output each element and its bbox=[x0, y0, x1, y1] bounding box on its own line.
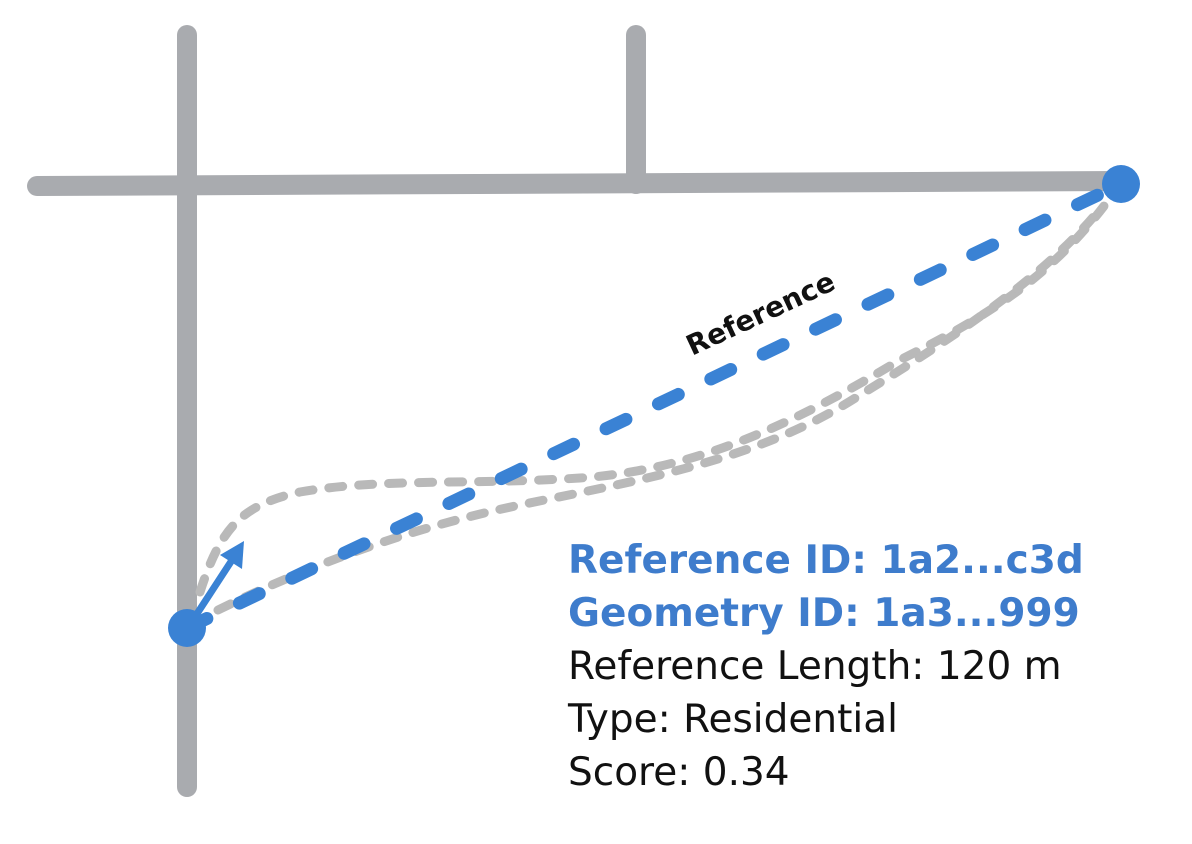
reference-id: Reference ID: 1a2...c3d bbox=[568, 538, 1084, 583]
reference-length: Reference Length: 120 m bbox=[568, 644, 1062, 689]
road-horizontal-top bbox=[27, 171, 1131, 196]
geometry-id: Geometry ID: 1a3...999 bbox=[568, 591, 1080, 636]
reference-type: Type: Residential bbox=[568, 697, 898, 742]
candidate-path-upper bbox=[195, 193, 1115, 597]
reference-line bbox=[180, 177, 1128, 635]
reference-line-label: Reference bbox=[681, 265, 840, 363]
match-score: Score: 0.34 bbox=[568, 750, 790, 795]
start-point-marker bbox=[168, 609, 206, 647]
road-network bbox=[27, 25, 1131, 797]
end-point-marker bbox=[1102, 165, 1140, 203]
info-panel: Reference ID: 1a2...c3d Geometry ID: 1a3… bbox=[568, 534, 1168, 799]
